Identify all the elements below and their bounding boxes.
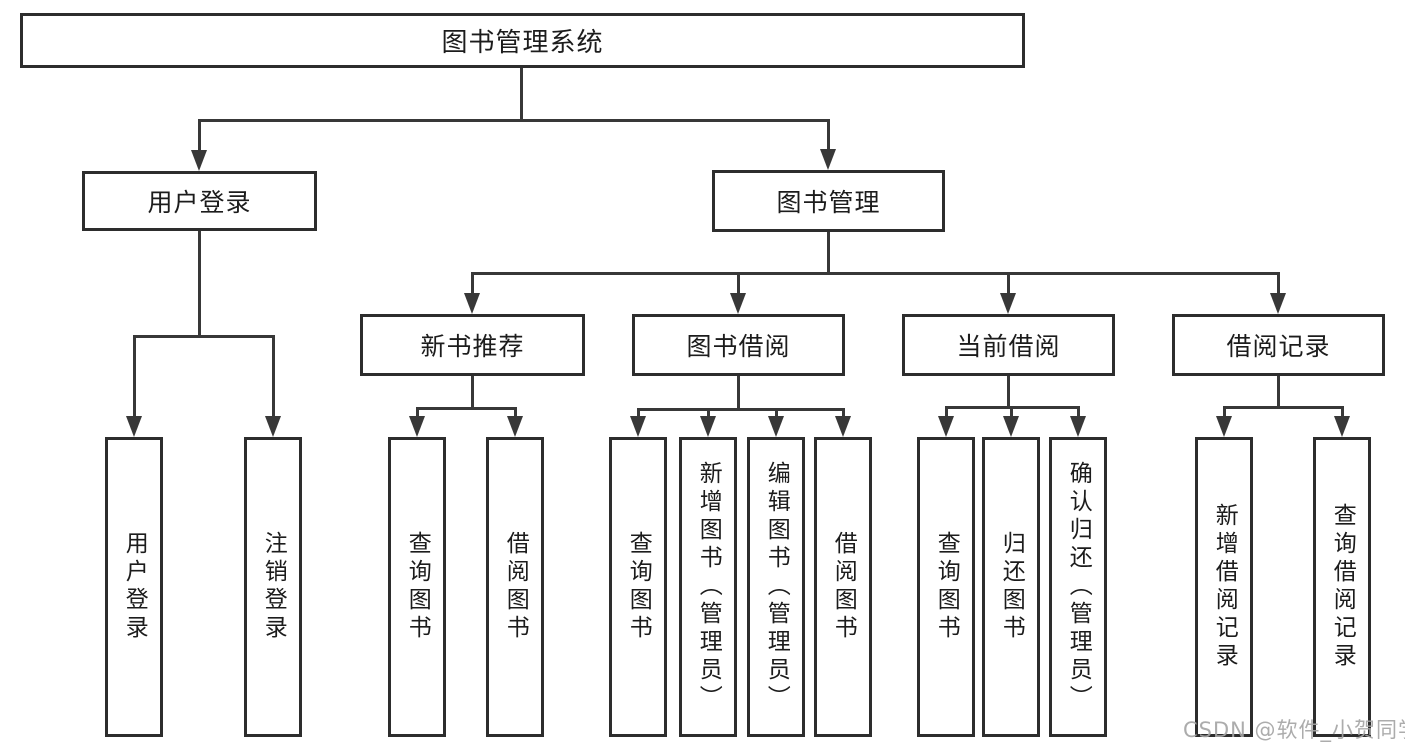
node-new-book-recommend: 新书推荐 [360, 314, 585, 376]
arrow-down-icon [700, 416, 716, 437]
arrow-down-icon [1000, 293, 1016, 314]
node-borrowing-records: 借阅记录 [1172, 314, 1385, 376]
node-label: 用户登录 [121, 531, 148, 643]
node-label: 查询图书 [933, 531, 960, 643]
arrow-down-icon [1334, 416, 1350, 437]
leaf-rec-query-books: 查询图书 [388, 437, 446, 737]
leaf-logout: 注销登录 [244, 437, 302, 737]
arrow-down-icon [1070, 416, 1086, 437]
connector-line [827, 232, 830, 272]
node-label: 确认归还（管理员） [1065, 461, 1092, 713]
connector-line [737, 272, 740, 296]
node-label: 查询图书 [625, 531, 652, 643]
arrow-down-icon [938, 416, 954, 437]
arrow-down-icon [768, 416, 784, 437]
connector-line [1007, 272, 1010, 296]
connector-line [1223, 406, 1226, 419]
connector-line [471, 376, 474, 407]
connector-line [199, 119, 830, 122]
node-label: 当前借阅 [956, 332, 1061, 361]
connector-line [945, 406, 948, 419]
connector-line [520, 68, 523, 119]
connector-line [637, 408, 640, 419]
node-label: 图书管理系统 [441, 28, 604, 58]
node-label: 用户登录 [147, 188, 252, 217]
leaf-add-books-admin: 新增图书（管理员） [679, 437, 737, 737]
connector-line [1077, 406, 1080, 419]
connector-line [1010, 406, 1013, 419]
csdn-watermark: CSDN @软件_小贺同学 [1183, 718, 1405, 742]
node-user-login: 用户登录 [82, 171, 317, 231]
arrow-down-icon [191, 150, 207, 171]
connector-line [827, 119, 830, 151]
arrow-down-icon [820, 149, 836, 170]
leaf-add-borrow-record: 新增借阅记录 [1195, 437, 1253, 737]
arrow-down-icon [507, 416, 523, 437]
leaf-confirm-return-admin: 确认归还（管理员） [1049, 437, 1107, 737]
node-label: 查询借阅记录 [1329, 503, 1356, 671]
node-root-library-system: 图书管理系统 [20, 13, 1025, 68]
arrow-down-icon [1216, 416, 1232, 437]
leaf-rec-borrow-books: 借阅图书 [486, 437, 544, 737]
connector-line [737, 376, 740, 408]
node-label: 新增借阅记录 [1211, 503, 1238, 671]
node-label: 图书借阅 [686, 332, 791, 361]
connector-line [471, 272, 474, 296]
connector-line [272, 335, 275, 419]
node-book-borrowing: 图书借阅 [632, 314, 845, 376]
arrow-down-icon [265, 416, 281, 437]
arrow-down-icon [126, 416, 142, 437]
arrow-down-icon [630, 416, 646, 437]
arrow-down-icon [409, 416, 425, 437]
connector-line [842, 408, 845, 419]
leaf-return-books: 归还图书 [982, 437, 1040, 737]
node-label: 借阅图书 [502, 531, 529, 643]
connector-line [1277, 376, 1280, 406]
leaf-user-login: 用户登录 [105, 437, 163, 737]
connector-line [514, 407, 517, 419]
connector-line [134, 335, 273, 338]
arrow-down-icon [464, 293, 480, 314]
connector-line [1341, 406, 1344, 419]
connector-line [198, 119, 201, 152]
leaf-query-borrow-record: 查询借阅记录 [1313, 437, 1371, 737]
node-label: 编辑图书（管理员） [763, 461, 790, 713]
connector-line [775, 408, 778, 419]
connector-line [1277, 272, 1280, 296]
node-label: 注销登录 [260, 531, 287, 643]
node-label: 新书推荐 [420, 332, 525, 361]
connector-line [198, 231, 201, 335]
arrow-down-icon [835, 416, 851, 437]
node-label: 借阅图书 [830, 531, 857, 643]
connector-line [1224, 406, 1342, 409]
leaf-borrow-query-books: 查询图书 [609, 437, 667, 737]
node-label: 查询图书 [404, 531, 431, 643]
node-label: 归还图书 [998, 531, 1025, 643]
node-current-borrowing: 当前借阅 [902, 314, 1115, 376]
arrow-down-icon [1270, 293, 1286, 314]
node-label: 借阅记录 [1226, 332, 1331, 361]
connector-line [707, 408, 710, 419]
arrow-down-icon [730, 293, 746, 314]
node-label: 新增图书（管理员） [695, 461, 722, 713]
arrow-down-icon [1003, 416, 1019, 437]
connector-line [638, 408, 843, 411]
leaf-current-query-books: 查询图书 [917, 437, 975, 737]
connector-line [417, 407, 515, 410]
connector-line [472, 272, 1279, 275]
node-label: 图书管理 [776, 188, 881, 217]
leaf-edit-books-admin: 编辑图书（管理员） [747, 437, 805, 737]
connector-line [1007, 376, 1010, 406]
leaf-borrow-books: 借阅图书 [814, 437, 872, 737]
node-book-management: 图书管理 [712, 170, 945, 232]
connector-line [416, 407, 419, 419]
connector-line [133, 335, 136, 419]
